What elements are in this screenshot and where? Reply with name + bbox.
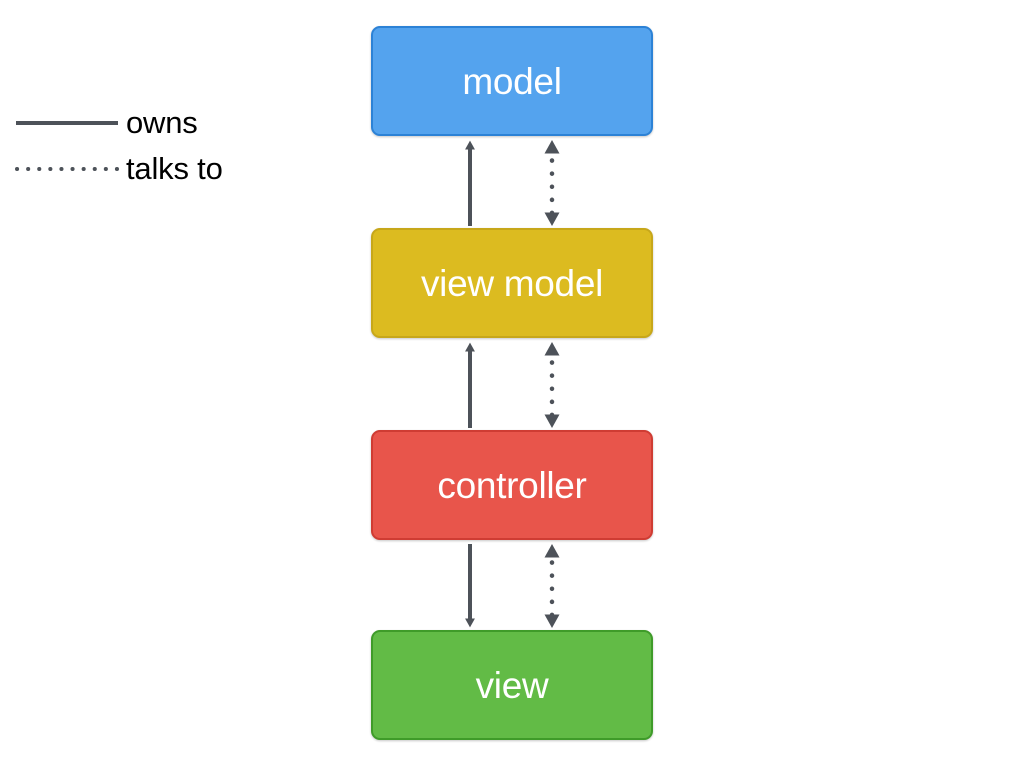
- legend-item-owns: owns: [10, 100, 280, 146]
- node-model-label: model: [462, 60, 562, 102]
- connector-controller-viewmodel-talks-to: [544, 342, 560, 428]
- node-controller-label: controller: [437, 464, 587, 506]
- solid-line-icon: [16, 121, 118, 125]
- node-view-model-label: view model: [420, 262, 604, 304]
- legend-label-owns: owns: [126, 105, 198, 140]
- connector-viewmodel-model-talks-to: [544, 140, 560, 226]
- legend: owns talks to: [10, 100, 280, 192]
- node-view-model[interactable]: view model: [371, 228, 653, 338]
- connector-controller-view-talks-to: [544, 544, 560, 628]
- dotted-line-icon: [15, 167, 119, 171]
- node-view[interactable]: view: [371, 630, 653, 740]
- legend-item-talks-to: talks to: [10, 146, 280, 192]
- node-controller[interactable]: controller: [371, 430, 653, 540]
- node-view-label: view: [475, 664, 549, 706]
- node-model[interactable]: model: [371, 26, 653, 136]
- legend-label-talks-to: talks to: [126, 151, 223, 186]
